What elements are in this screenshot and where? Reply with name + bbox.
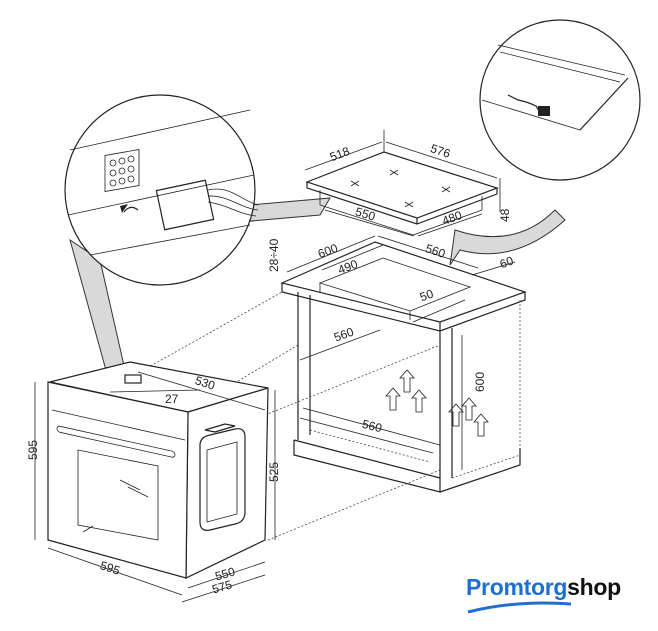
dim-hob-480: 480 (440, 208, 464, 228)
promtorgshop-logo: Promtorgshop (466, 574, 621, 600)
connector-detail-circle (64, 94, 331, 393)
dim-hob-550: 550 (354, 204, 378, 223)
dimension-labels: 518 576 550 480 48 28÷40 600 490 560 50 … (26, 141, 516, 596)
dim-oven-530: 530 (193, 373, 217, 393)
hob (304, 130, 501, 237)
dim-oven-575: 575 (210, 577, 233, 596)
dim-cabinet-600: 600 (473, 372, 487, 392)
dim-hob-576: 576 (429, 141, 453, 161)
dim-oven-525: 525 (267, 462, 281, 482)
logo-swoosh-icon (467, 601, 572, 614)
dim-cutout-490: 490 (336, 257, 360, 277)
dim-rear-60: 60 (498, 253, 516, 271)
dim-counter-560: 560 (424, 241, 448, 261)
dim-counter-thickness: 28÷40 (267, 238, 281, 272)
dim-hob-48: 48 (498, 208, 512, 222)
dim-oven-550: 550 (213, 564, 236, 583)
dim-cabinet-bottom-560: 560 (361, 417, 384, 436)
dim-counter-600: 600 (316, 241, 340, 261)
airflow-arrows-icon (385, 369, 489, 437)
cabinet (280, 235, 527, 493)
hob-edge-detail-circle (449, 19, 641, 266)
dim-cabinet-560: 560 (332, 325, 356, 345)
oven (34, 361, 276, 603)
dim-oven-595-height: 595 (26, 440, 40, 460)
dim-hob-518: 518 (328, 144, 352, 164)
dim-front-50: 50 (418, 286, 436, 304)
dim-oven-27: 27 (165, 392, 179, 406)
dim-oven-595-width: 595 (98, 558, 122, 578)
